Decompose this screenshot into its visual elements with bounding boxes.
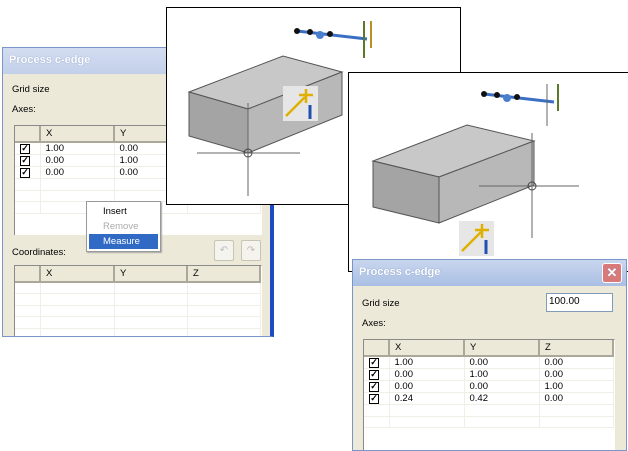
cell-z[interactable]: 0.00	[539, 368, 614, 381]
cell-x[interactable]: 1.00	[389, 356, 465, 369]
cell-x[interactable]: 0.00	[389, 368, 465, 381]
close-button[interactable]: ✕	[602, 263, 622, 283]
axes-label: Axes:	[12, 104, 36, 115]
col-x: X	[40, 266, 115, 283]
col-x: X	[389, 340, 465, 357]
grid-size-label: Grid size	[12, 84, 50, 95]
row-checkbox[interactable]: ✓	[20, 167, 30, 178]
box-model-view	[371, 84, 579, 256]
cell-y[interactable]: 0.42	[464, 392, 540, 405]
cell-x[interactable]: 1.00	[40, 142, 115, 155]
menu-item-remove[interactable]: Remove	[103, 221, 139, 232]
assembly-icon	[481, 84, 559, 126]
cell-x[interactable]: 0.00	[40, 166, 115, 179]
cell-x[interactable]: 0.00	[389, 380, 465, 393]
cell-z[interactable]: 0.00	[539, 392, 614, 405]
row-checkbox[interactable]: ✓	[369, 369, 379, 380]
viewport-after[interactable]	[348, 72, 628, 272]
row-checkbox[interactable]: ✓	[20, 155, 30, 166]
axes-label: Axes:	[362, 318, 386, 329]
col-x: X	[40, 126, 115, 143]
row-checkbox[interactable]: ✓	[369, 393, 379, 404]
grid-size-input[interactable]: 100.00	[546, 293, 613, 312]
col-z: Z	[187, 266, 261, 283]
measure-icon	[283, 86, 318, 121]
dialog-title: Process c-edge ✕	[353, 260, 626, 286]
row-checkbox[interactable]: ✓	[369, 381, 379, 392]
context-menu: Insert Remove Measure	[86, 201, 161, 252]
dialog-title-text: Process c-edge	[359, 266, 441, 278]
coordinates-label: Coordinates:	[12, 247, 66, 258]
grid-size-label: Grid size	[362, 298, 400, 309]
col-y: Y	[114, 266, 188, 283]
undo-icon: ↶	[219, 245, 229, 256]
row-checkbox[interactable]: ✓	[369, 357, 379, 368]
cell-y[interactable]: 0.00	[464, 380, 540, 393]
menu-item-measure[interactable]: Measure	[89, 234, 158, 249]
row-checkbox[interactable]: ✓	[20, 143, 30, 154]
col-y: Y	[464, 340, 540, 357]
cell-z[interactable]: 0.00	[539, 356, 614, 369]
cell-x[interactable]: 0.00	[40, 154, 115, 167]
assembly-icon	[294, 21, 372, 58]
cell-x[interactable]: 0.24	[389, 392, 465, 405]
undo-button[interactable]: ↶	[214, 240, 234, 261]
right-process-dialog: Process c-edge ✕ Grid size 100.00 Axes: …	[352, 259, 627, 451]
redo-button[interactable]: ↷	[241, 240, 261, 261]
cell-z[interactable]: 1.00	[539, 380, 614, 393]
cell-y[interactable]: 0.00	[464, 356, 540, 369]
close-icon: ✕	[606, 265, 618, 280]
menu-item-insert[interactable]: Insert	[103, 206, 127, 217]
cell-y[interactable]: 1.00	[464, 368, 540, 381]
box-model-view	[187, 21, 372, 196]
measure-icon	[459, 221, 494, 256]
col-z: Z	[539, 340, 614, 357]
redo-icon: ↷	[246, 245, 256, 256]
